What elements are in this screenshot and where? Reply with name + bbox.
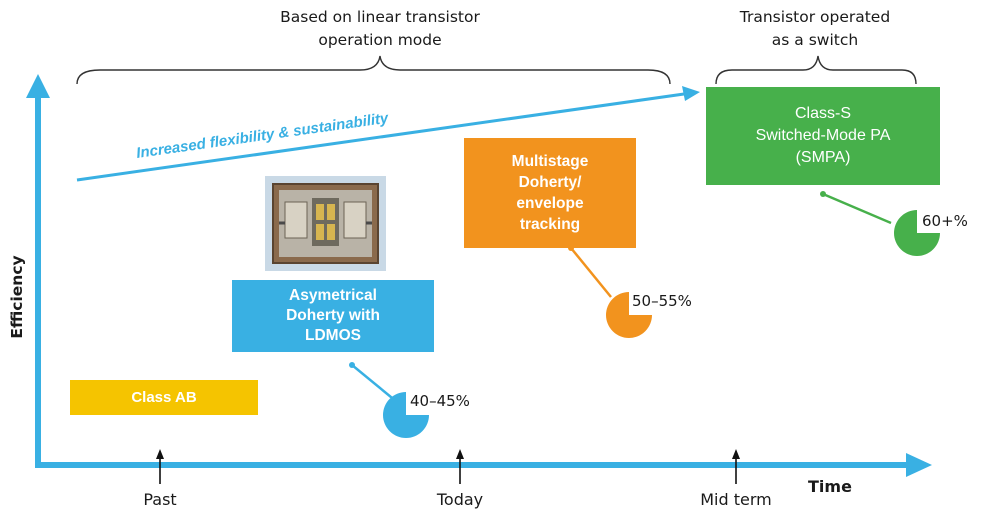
y-axis-arrow-icon <box>26 74 50 98</box>
switch-mode-line-1: Transistor operated <box>739 8 891 26</box>
efficiency-value-multi: 50–55% <box>632 292 692 310</box>
stage-asym-line-2: Doherty with <box>286 307 380 324</box>
stage-asymmetrical-doherty: Asymetrical Doherty with LDMOS <box>232 280 434 352</box>
stage-class-ab-line-1: Class AB <box>131 389 197 406</box>
stage-multi-line-2: Doherty/ <box>518 174 582 191</box>
switch-mode-label: Transistor operated as a switch <box>700 6 930 52</box>
connector-orange <box>568 245 612 298</box>
tick-label-mid-term: Mid term <box>700 490 772 509</box>
stage-multistage-doherty: Multistage Doherty/ envelope tracking <box>464 138 636 248</box>
trend-arrow-head-icon <box>682 86 700 101</box>
switch-mode-brace <box>715 55 917 85</box>
pie-indicator-icon <box>383 392 429 438</box>
stage-class-s-line-3: (SMPA) <box>795 149 851 166</box>
efficiency-value-asym: 40–45% <box>410 392 470 410</box>
efficiency-value-class-s: 60+% <box>922 212 968 230</box>
up-arrow-icon <box>456 449 464 484</box>
trend-arrow <box>76 92 685 182</box>
stage-asym-line-3: LDMOS <box>305 327 361 344</box>
x-axis-arrow-icon <box>906 453 932 477</box>
stage-class-s-line-1: Class-S <box>794 105 851 122</box>
connector-green <box>820 191 892 225</box>
switch-mode-line-2: as a switch <box>771 31 859 49</box>
stage-multi-line-3: envelope <box>516 195 584 212</box>
tick-label-today: Today <box>436 490 484 509</box>
up-arrow-icon <box>156 449 164 484</box>
connector-blue <box>349 362 398 403</box>
stage-asym-line-1: Asymetrical <box>289 287 377 304</box>
pie-indicator-icon <box>894 210 940 256</box>
stage-class-ab: Class AB <box>70 380 258 415</box>
stage-multi-line-1: Multistage <box>511 153 589 170</box>
linear-mode-label: Based on linear transistor operation mod… <box>250 6 510 52</box>
linear-mode-line-1: Based on linear transistor <box>280 8 480 26</box>
linear-mode-brace <box>76 55 671 85</box>
stage-multi-line-4: tracking <box>519 216 581 233</box>
tick-label-past: Past <box>143 490 177 509</box>
up-arrow-icon <box>732 449 740 484</box>
y-axis-label: Efficiency <box>8 255 26 339</box>
stage-class-s-line-2: Switched-Mode PA <box>755 127 891 144</box>
linear-mode-line-2: operation mode <box>318 31 442 49</box>
chip-photo-icon <box>265 176 386 271</box>
stage-class-s-smpa: Class-S Switched-Mode PA (SMPA) <box>706 87 940 185</box>
x-axis-label: Time <box>808 477 852 496</box>
pie-indicator-icon <box>606 292 652 338</box>
